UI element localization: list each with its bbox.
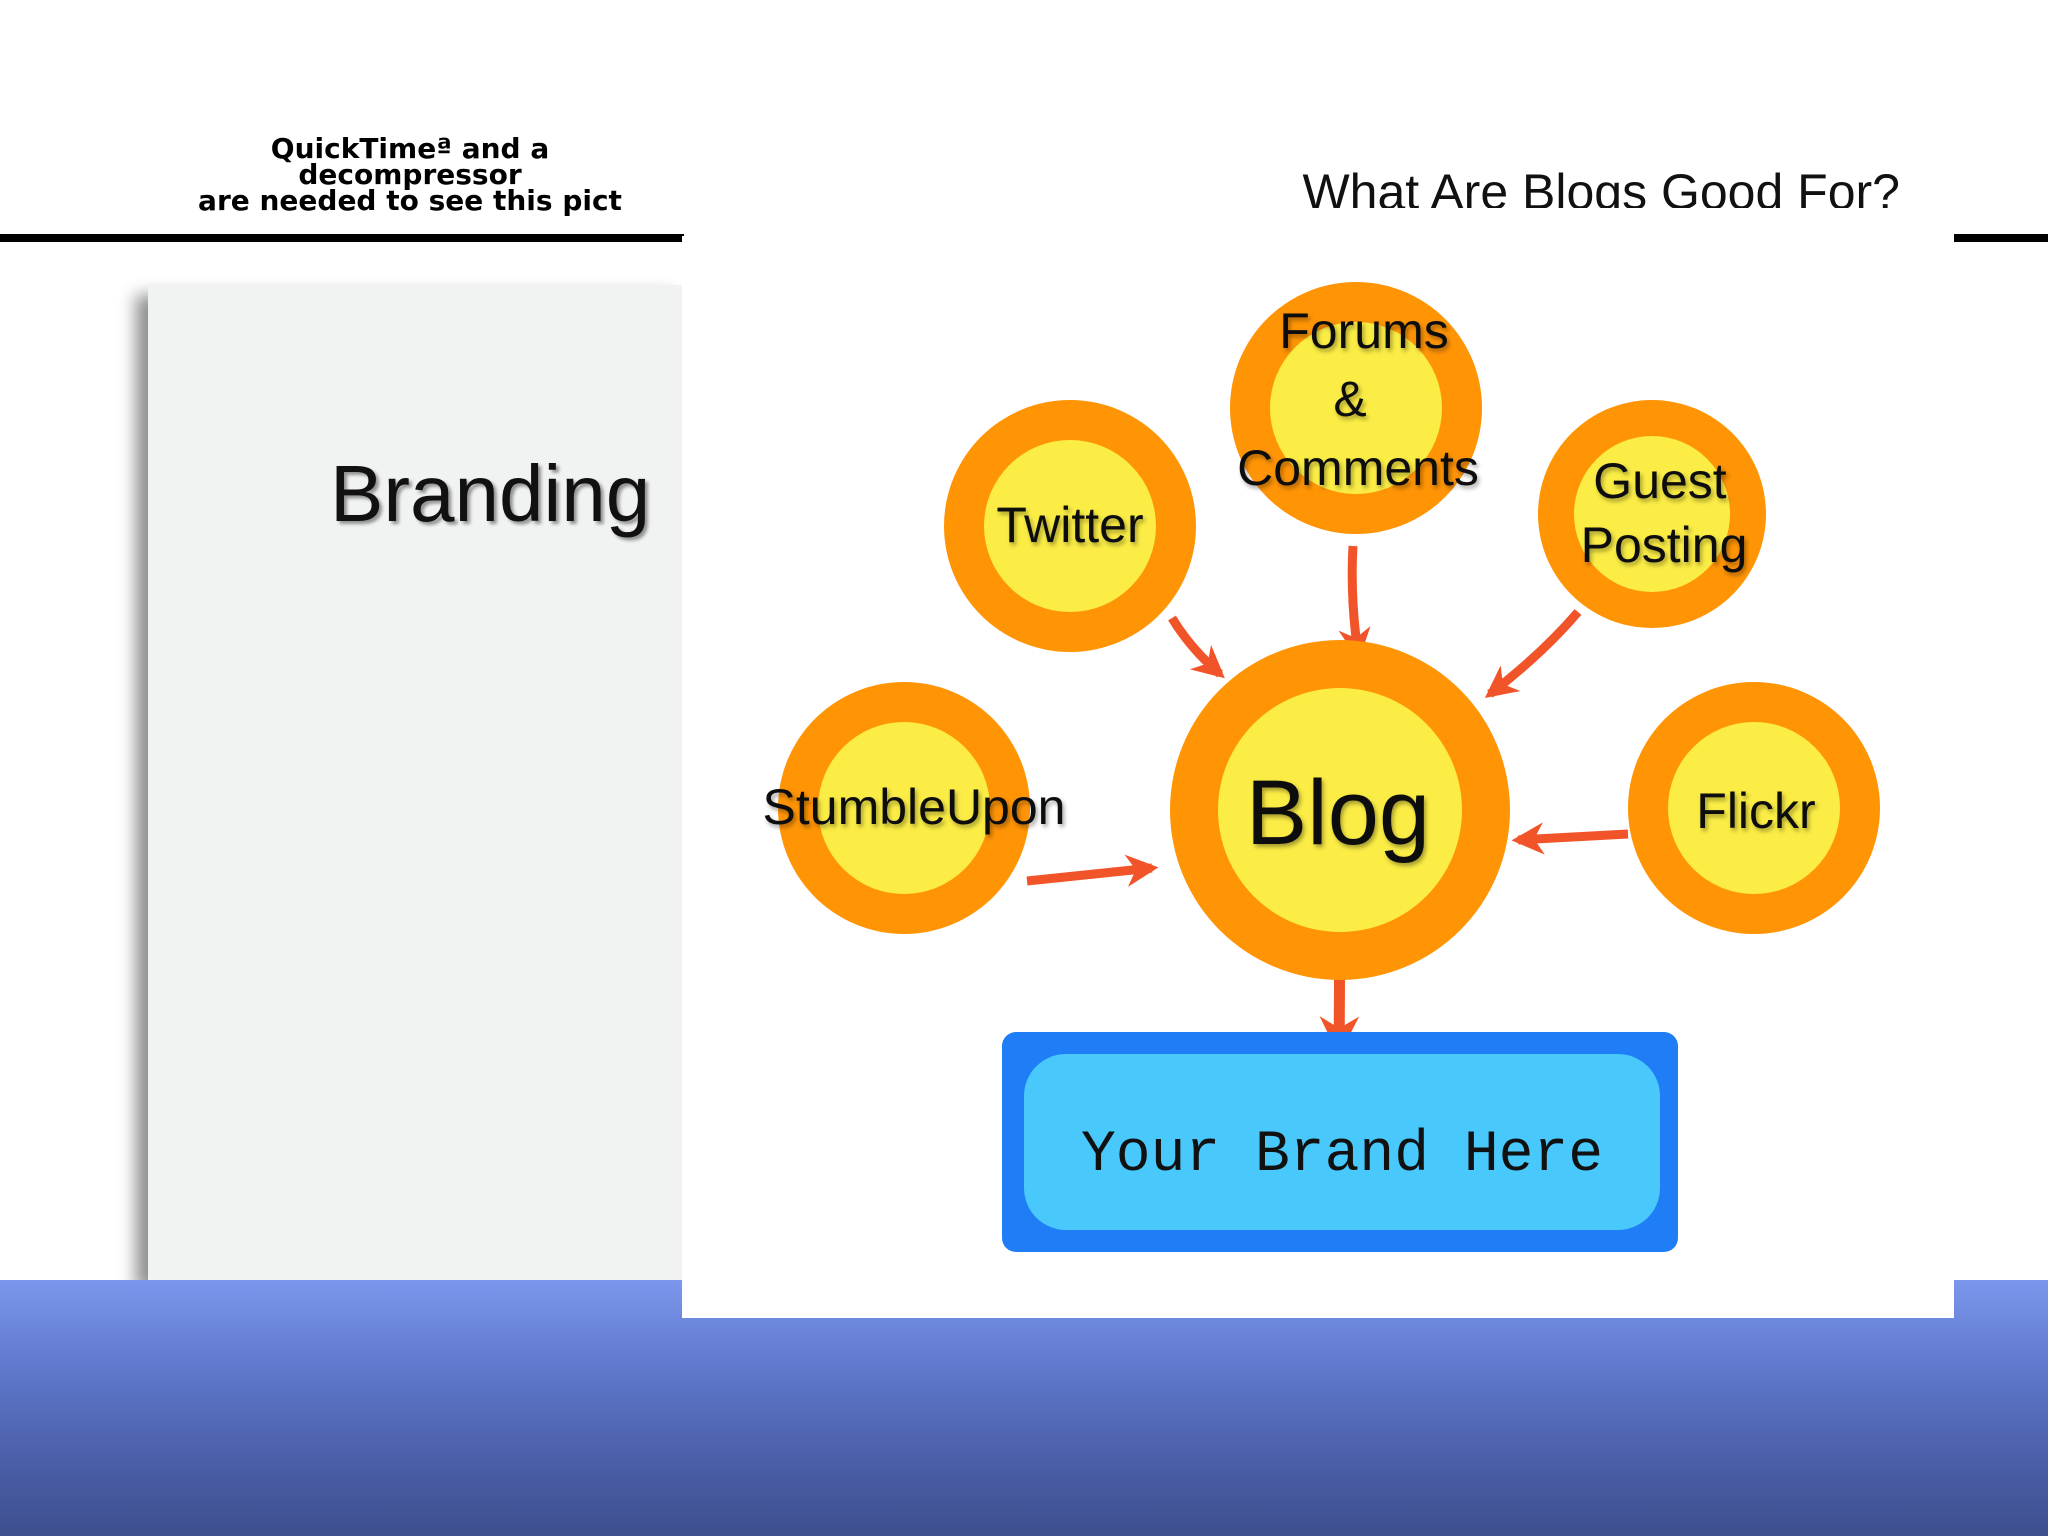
- node-twitter: Twitter: [944, 400, 1196, 652]
- node-guest-line-1: Guest: [1593, 453, 1727, 509]
- node-stumbleupon: StumbleUpon: [763, 682, 1066, 934]
- node-blog-label: Blog: [1246, 762, 1430, 864]
- node-forums-comments: Forums & Comments: [1230, 282, 1482, 534]
- quicktime-notice-line-1: QuickTimeª and a: [270, 132, 550, 165]
- arrow-flickr-to-blog: [1511, 822, 1629, 855]
- node-flickr: Flickr: [1628, 682, 1880, 934]
- brand-box: Your Brand Here: [1002, 1032, 1678, 1252]
- quicktime-missing-notice: QuickTimeª and a decompressor are needed…: [150, 132, 670, 217]
- node-guest-posting: Guest Posting: [1538, 400, 1766, 628]
- quicktime-notice-line-3: are needed to see this pict: [198, 184, 622, 217]
- arrow-twitter-to-blog: [1168, 615, 1225, 679]
- bottom-gradient-band: [0, 1280, 2048, 1536]
- slide-title: What Are Blogs Good For?: [1302, 164, 1900, 208]
- node-stumbleupon-label: StumbleUpon: [763, 779, 1066, 835]
- arrow-forums-to-blog: [1338, 545, 1371, 661]
- content-panel: [148, 285, 684, 1280]
- quicktime-notice-line-2: decompressor: [298, 158, 522, 191]
- header-rule-right: [1954, 234, 2048, 242]
- node-forums-line-1: Forums: [1279, 303, 1448, 359]
- arrow-stumbleupon-to-blog: [1026, 854, 1159, 887]
- arrow-guest-to-blog: [1484, 609, 1582, 698]
- node-guest-line-2: Posting: [1581, 517, 1748, 573]
- header-rule-left: [0, 234, 684, 242]
- node-blog: Blog: [1170, 640, 1510, 980]
- node-twitter-label: Twitter: [996, 497, 1143, 553]
- brand-box-label: Your Brand Here: [1081, 1123, 1603, 1188]
- node-forums-line-3: Comments: [1237, 440, 1479, 496]
- node-forums-line-2: &: [1333, 371, 1366, 427]
- blog-diagram: Forums & Comments Twitter Guest Posting …: [763, 282, 1880, 1252]
- node-flickr-label: Flickr: [1696, 783, 1815, 839]
- panel-heading: Branding: [330, 449, 651, 538]
- blog-diagram-image: Forums & Comments Twitter Guest Posting …: [682, 236, 1954, 1318]
